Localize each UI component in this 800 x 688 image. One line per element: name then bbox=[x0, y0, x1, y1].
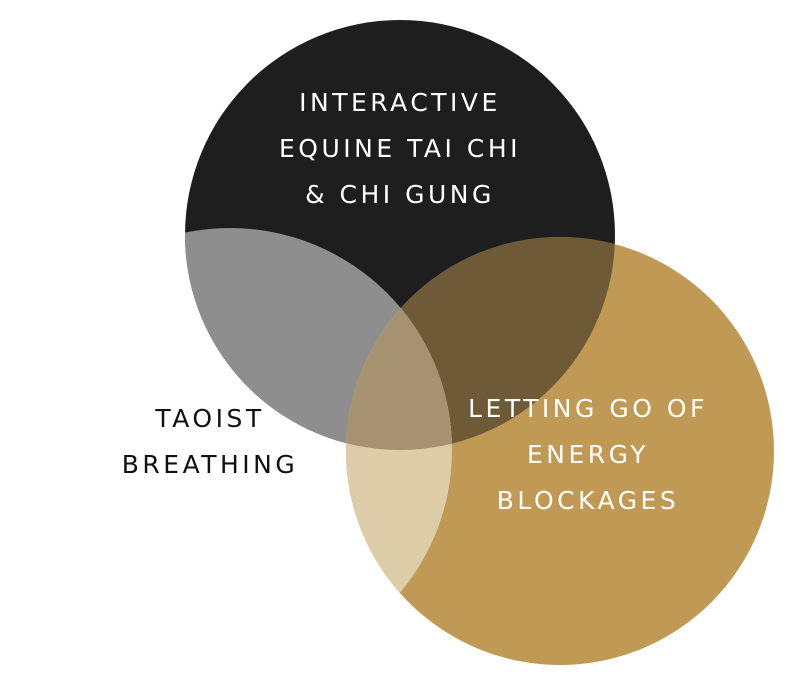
label-line: LETTING GO OF bbox=[468, 394, 708, 423]
label-letting-go: LETTING GO OF ENERGY BLOCKAGES bbox=[388, 386, 788, 524]
label-line: BREATHING bbox=[121, 450, 299, 479]
label-line: & CHI GUNG bbox=[305, 180, 495, 209]
label-taoist: TAOIST BREATHING bbox=[60, 396, 360, 488]
label-line: BLOCKAGES bbox=[496, 486, 680, 515]
label-line: EQUINE TAI CHI bbox=[279, 134, 521, 163]
label-tai-chi: INTERACTIVE EQUINE TAI CHI & CHI GUNG bbox=[200, 80, 600, 218]
label-line: ENERGY bbox=[526, 440, 650, 469]
label-line: TAOIST bbox=[155, 404, 265, 433]
label-line: INTERACTIVE bbox=[299, 88, 501, 117]
intersection-tai-chi-letting-go bbox=[346, 237, 615, 450]
